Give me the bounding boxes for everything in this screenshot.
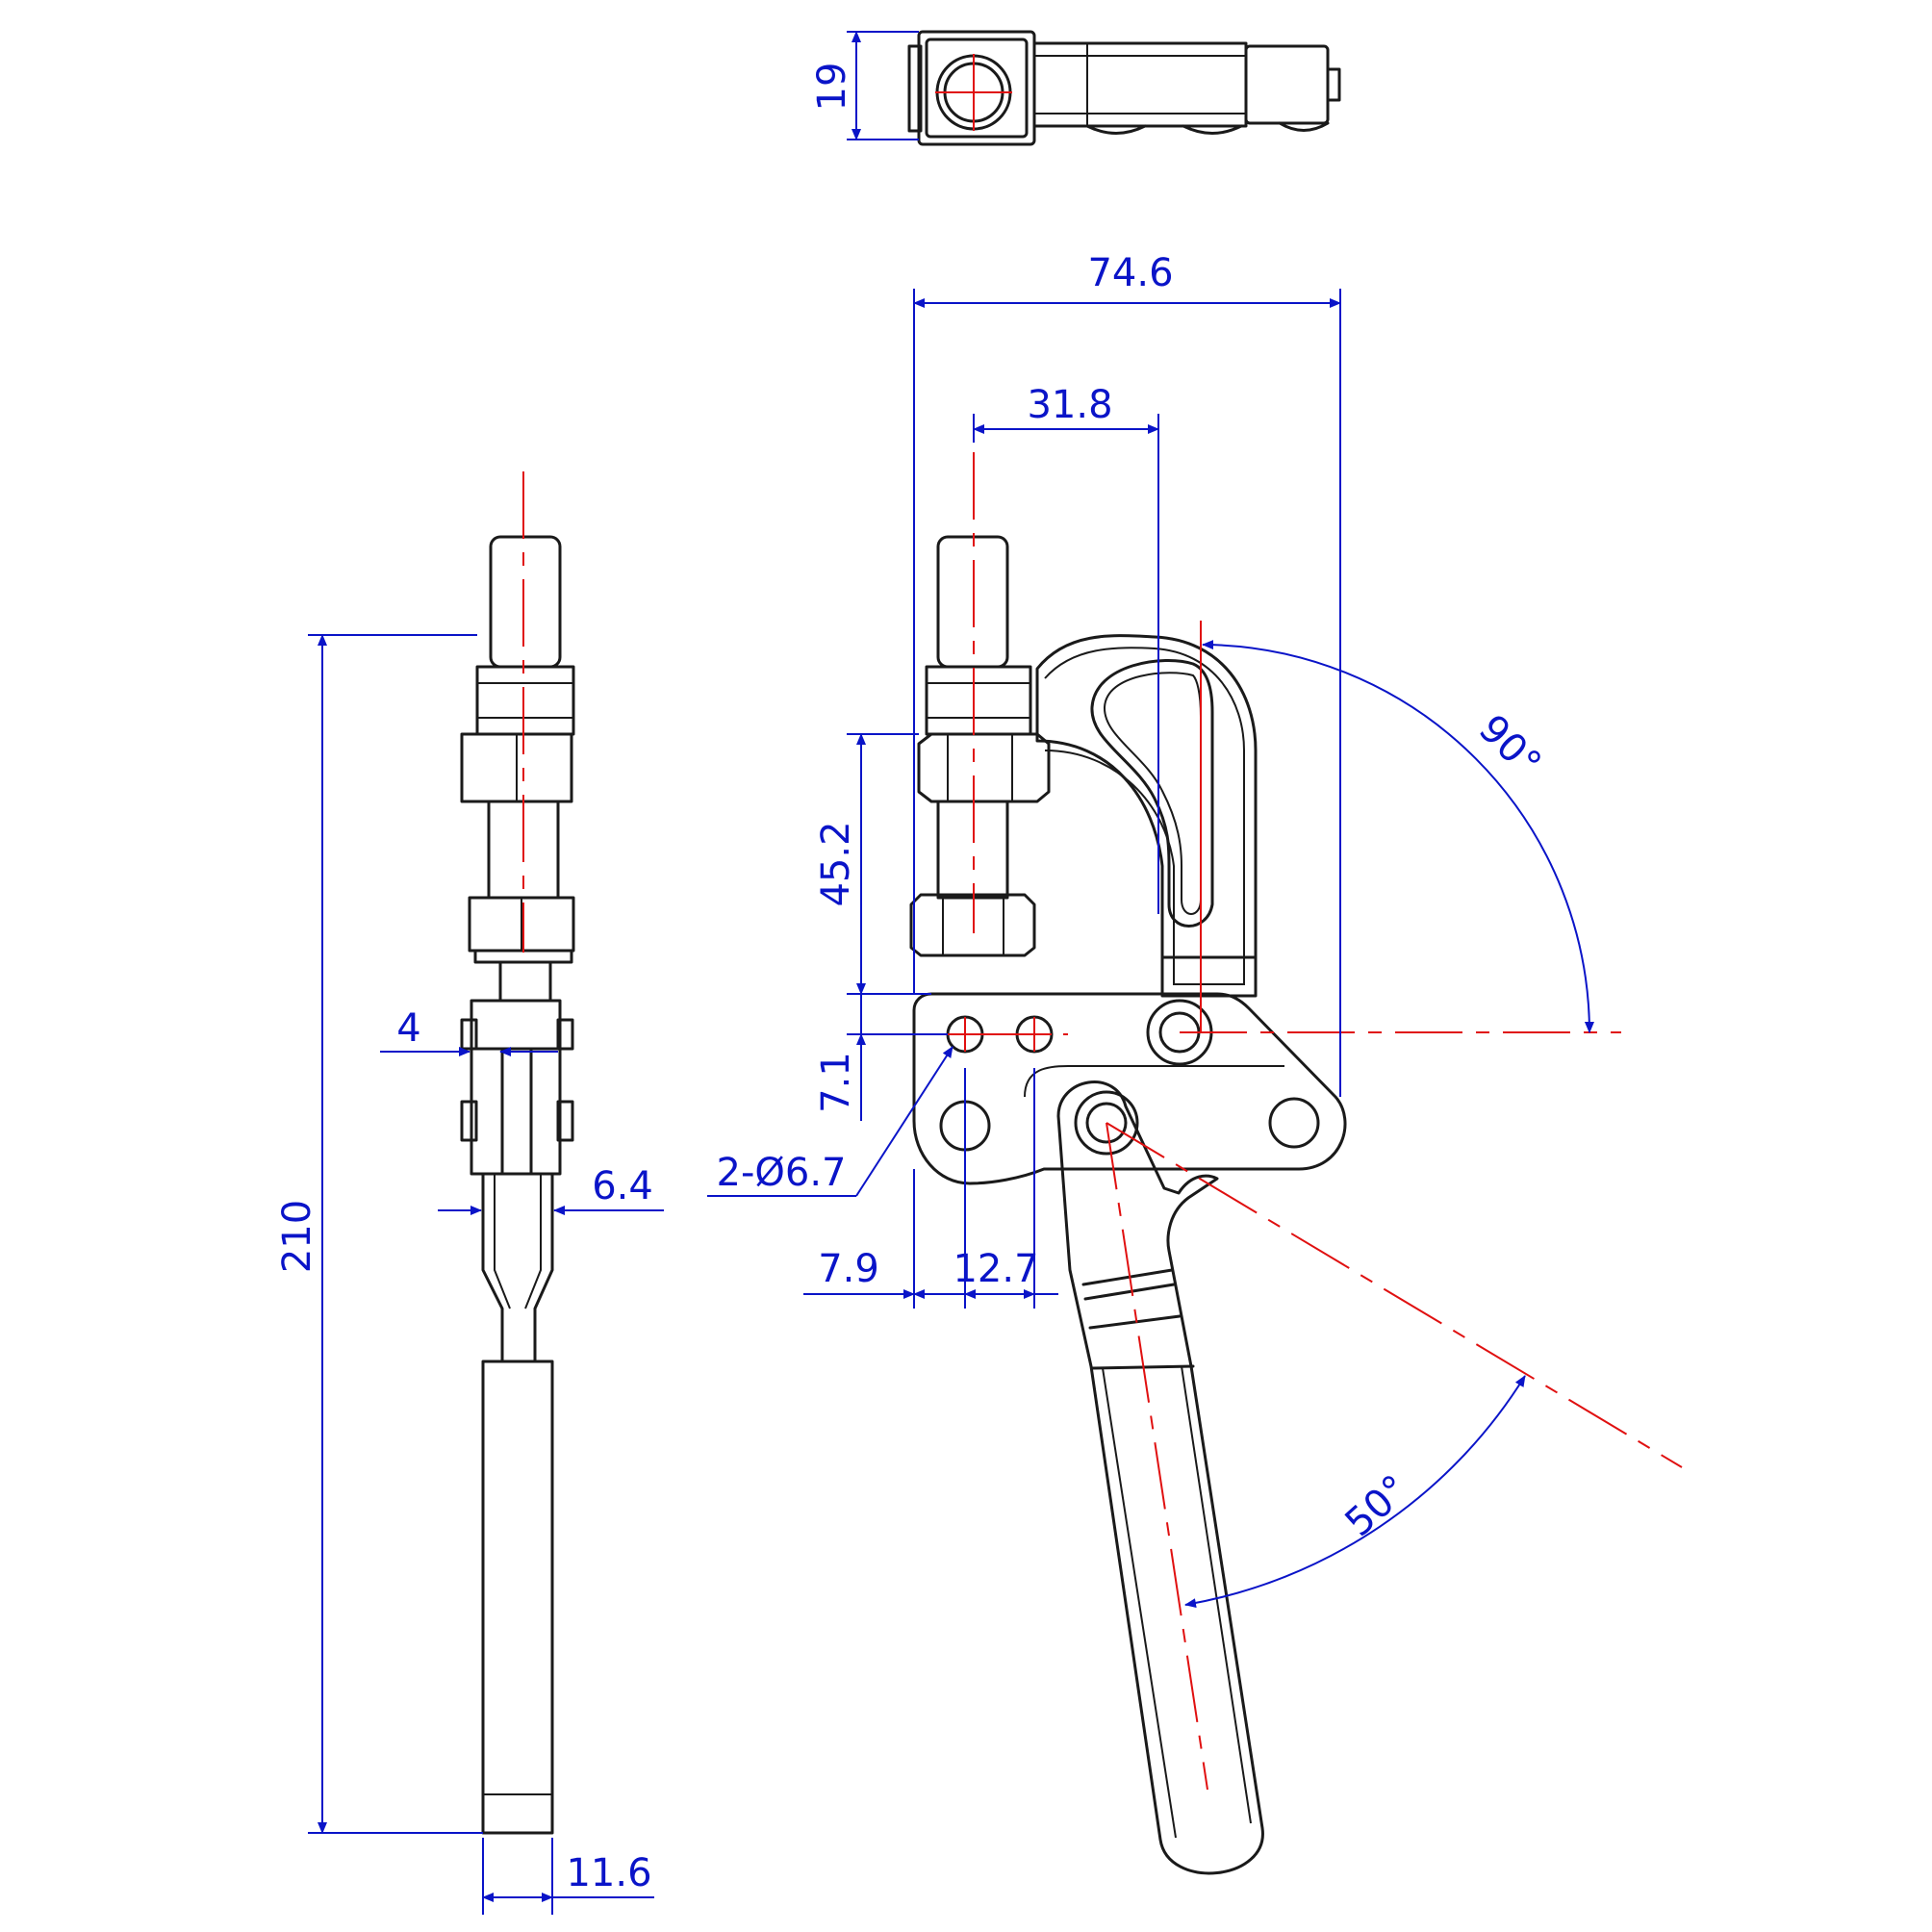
dim-mount-holes-leader xyxy=(855,1046,953,1197)
dim-edge-to-hole-label: 7.9 xyxy=(818,1247,879,1291)
dim-top-width-label: 19 xyxy=(810,63,854,112)
dim-hole-pitch-label: 12.7 xyxy=(953,1247,1038,1291)
angle-50-label: 50° xyxy=(1337,1467,1417,1546)
dim-overall-height-label: 210 xyxy=(275,1200,319,1273)
angle-arc-50 xyxy=(1184,1375,1526,1609)
dim-handle-width-label: 11.6 xyxy=(566,1851,651,1895)
dim-overall-width-label-shown: 74.6 xyxy=(1087,251,1173,295)
side-view: 210 4 6.4 11.6 xyxy=(275,471,664,1915)
side-clevis xyxy=(470,999,562,1051)
dim-spindle-height-label: 45.2 xyxy=(814,821,858,906)
angle-90-label: 90° xyxy=(1470,706,1550,786)
front-view: 90° 50° 74.6 74.6 31.8 45.2 7.1 2-Ø6.7 xyxy=(707,251,1683,1875)
front-hex-nut xyxy=(917,732,1051,803)
dim-mount-holes-label: 2-Ø6.7 xyxy=(717,1151,847,1195)
side-handle-strap-right xyxy=(533,1172,554,1363)
front-arm-slot xyxy=(1090,658,1214,928)
side-handle-grip xyxy=(481,1360,554,1835)
front-handle-pivot xyxy=(1074,1090,1139,1156)
top-view-handle-clevis xyxy=(1244,44,1330,125)
angle-arc-90 xyxy=(1202,640,1594,1033)
front-hook-arm xyxy=(1035,634,1258,998)
dim-hole-offset-label: 7.1 xyxy=(814,1052,858,1113)
front-handle-center xyxy=(1106,1122,1208,1791)
front-handle-open-center xyxy=(1106,1122,1683,1468)
dim-handle-gap-label: 6.4 xyxy=(592,1164,653,1208)
front-upper-nut xyxy=(925,665,1032,736)
side-upper-nut xyxy=(475,665,575,736)
dim-spindle-to-arm-label: 31.8 xyxy=(1027,383,1112,427)
dim-arm-thickness-label: 4 xyxy=(396,1006,420,1051)
front-pivot-hole-right xyxy=(1268,1097,1320,1149)
top-view: 19 xyxy=(810,30,1341,146)
side-handle-strap-left xyxy=(481,1172,504,1363)
front-handle xyxy=(1056,1080,1264,1875)
side-spindle xyxy=(489,535,562,669)
